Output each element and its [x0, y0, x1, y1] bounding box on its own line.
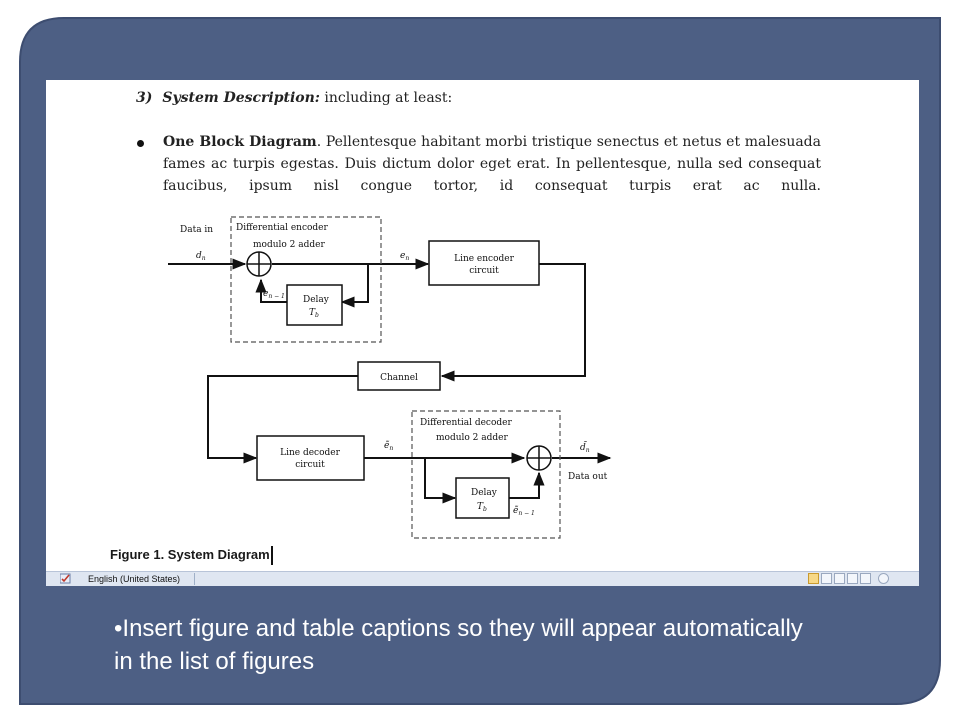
decoder-title: Differential decoder — [420, 418, 512, 428]
svg-text:en: en — [400, 251, 409, 262]
line-decoder-box — [256, 435, 365, 481]
delay-box-encoder — [286, 284, 343, 326]
heading-number: 3) — [136, 90, 153, 106]
bullet-text: . Pellentesque habitant morbi tristique … — [163, 134, 821, 194]
web-layout-icon[interactable] — [834, 573, 845, 584]
e-tilde-prev-label: ẽ — [513, 505, 519, 516]
adder-label-decoder: modulo 2 adder — [436, 433, 508, 443]
line-decoder-label-1: Line decoder — [280, 448, 340, 458]
modulo-2-adder-decoder — [526, 445, 552, 471]
encoder-title: Differential encoder — [236, 223, 329, 233]
view-buttons — [808, 573, 918, 585]
outline-icon[interactable] — [847, 573, 858, 584]
d-n-label: d — [196, 251, 202, 261]
status-divider — [194, 573, 195, 585]
tb-label-decoder: T — [477, 502, 484, 512]
language-indicator[interactable]: English (United States) — [88, 574, 181, 584]
tb-label-encoder: T — [309, 308, 316, 318]
draft-icon[interactable] — [860, 573, 871, 584]
svg-text:en − 1: en − 1 — [263, 289, 285, 300]
bullet-paragraph[interactable]: One Block Diagram. Pellentesque habitant… — [163, 131, 821, 197]
slide-bullet-text: •Insert figure and table captions so the… — [114, 615, 803, 675]
channel-label: Channel — [380, 373, 418, 383]
e-tilde-label: ẽ — [384, 440, 390, 451]
e-n-label: e — [400, 251, 405, 261]
d-tilde-label: d̃ — [580, 440, 587, 453]
figure-caption[interactable]: Figure 1. System Diagram — [110, 547, 270, 562]
data-out-label: Data out — [568, 472, 608, 482]
print-layout-icon[interactable] — [808, 573, 819, 584]
delay-box-decoder — [455, 477, 510, 519]
bullet-bold: One Block Diagram — [163, 134, 317, 150]
svg-text:ẽn − 1: ẽn − 1 — [513, 505, 535, 517]
delay-label-decoder: Delay — [471, 488, 498, 498]
differential-decoder-box — [411, 410, 561, 539]
line-encoder-label-2: circuit — [469, 266, 499, 276]
line-encoder-label-1: Line encoder — [454, 254, 515, 264]
status-bar: English (United States) — [46, 571, 919, 586]
heading-rest: including at least: — [319, 90, 453, 106]
line-encoder-box — [428, 240, 540, 286]
full-screen-reading-icon[interactable] — [821, 573, 832, 584]
delay-label-encoder: Delay — [303, 295, 330, 305]
svg-text:Tb: Tb — [309, 308, 319, 319]
channel-box — [357, 361, 441, 391]
spellcheck-icon[interactable] — [60, 573, 72, 584]
zoom-out-icon[interactable] — [878, 573, 889, 584]
line-decoder-label-2: circuit — [295, 460, 325, 470]
section-heading: 3) System Description: including at least… — [136, 90, 452, 106]
modulo-2-adder-encoder — [246, 251, 272, 277]
data-in-label: Data in — [180, 225, 213, 235]
bullet-icon — [137, 140, 144, 147]
svg-text:dn: dn — [196, 251, 206, 262]
differential-encoder-box — [230, 216, 382, 343]
svg-text:Tb: Tb — [477, 502, 487, 513]
heading-title: System Description: — [162, 90, 320, 106]
svg-text:d̃n: d̃n — [580, 440, 590, 454]
text-cursor — [271, 546, 273, 565]
e-prev-label: e — [263, 289, 268, 299]
adder-label-encoder: modulo 2 adder — [253, 240, 325, 250]
svg-text:ẽn: ẽn — [384, 440, 393, 452]
